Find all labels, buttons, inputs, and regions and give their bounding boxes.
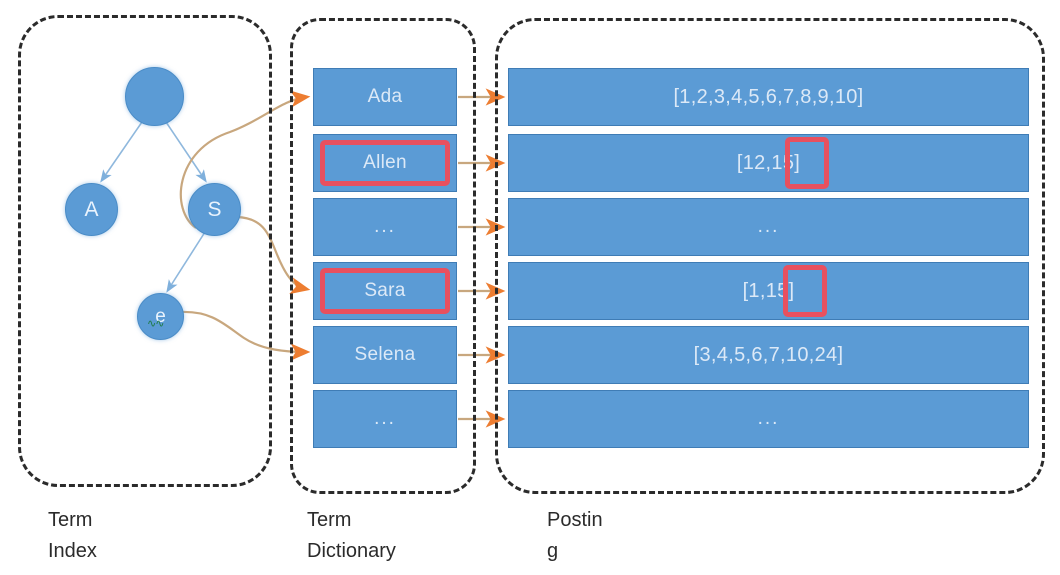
tree-node-e[interactable]: e xyxy=(137,293,184,340)
tree-node-root[interactable] xyxy=(125,67,184,126)
term-row[interactable]: Ada xyxy=(313,68,457,126)
term-dictionary-group xyxy=(290,18,476,494)
tree-node-a[interactable]: A xyxy=(65,183,118,236)
term-row[interactable]: Sara xyxy=(313,262,457,320)
spellcheck-squiggle-icon: ∿∿ xyxy=(147,320,164,328)
posting-row[interactable]: [1,2,3,4,5,6,7,8,9,10] xyxy=(508,68,1029,126)
caption-term-index: Term Index xyxy=(48,509,97,562)
tree-node-s[interactable]: S xyxy=(188,183,241,236)
term-row[interactable]: ... xyxy=(313,198,457,256)
posting-row[interactable]: [1,15] xyxy=(508,262,1029,320)
caption-posting: Postin g xyxy=(547,509,603,562)
caption-term-dictionary: Term Dictionary xyxy=(307,509,396,562)
term-row[interactable]: ... xyxy=(313,390,457,448)
posting-row[interactable]: ... xyxy=(508,390,1029,448)
posting-row[interactable]: [12,15] xyxy=(508,134,1029,192)
term-index-group xyxy=(18,15,272,487)
posting-row[interactable]: [3,4,5,6,7,10,24] xyxy=(508,326,1029,384)
posting-row[interactable]: ... xyxy=(508,198,1029,256)
term-row[interactable]: Allen xyxy=(313,134,457,192)
posting-group xyxy=(495,18,1045,494)
term-row[interactable]: Selena xyxy=(313,326,457,384)
